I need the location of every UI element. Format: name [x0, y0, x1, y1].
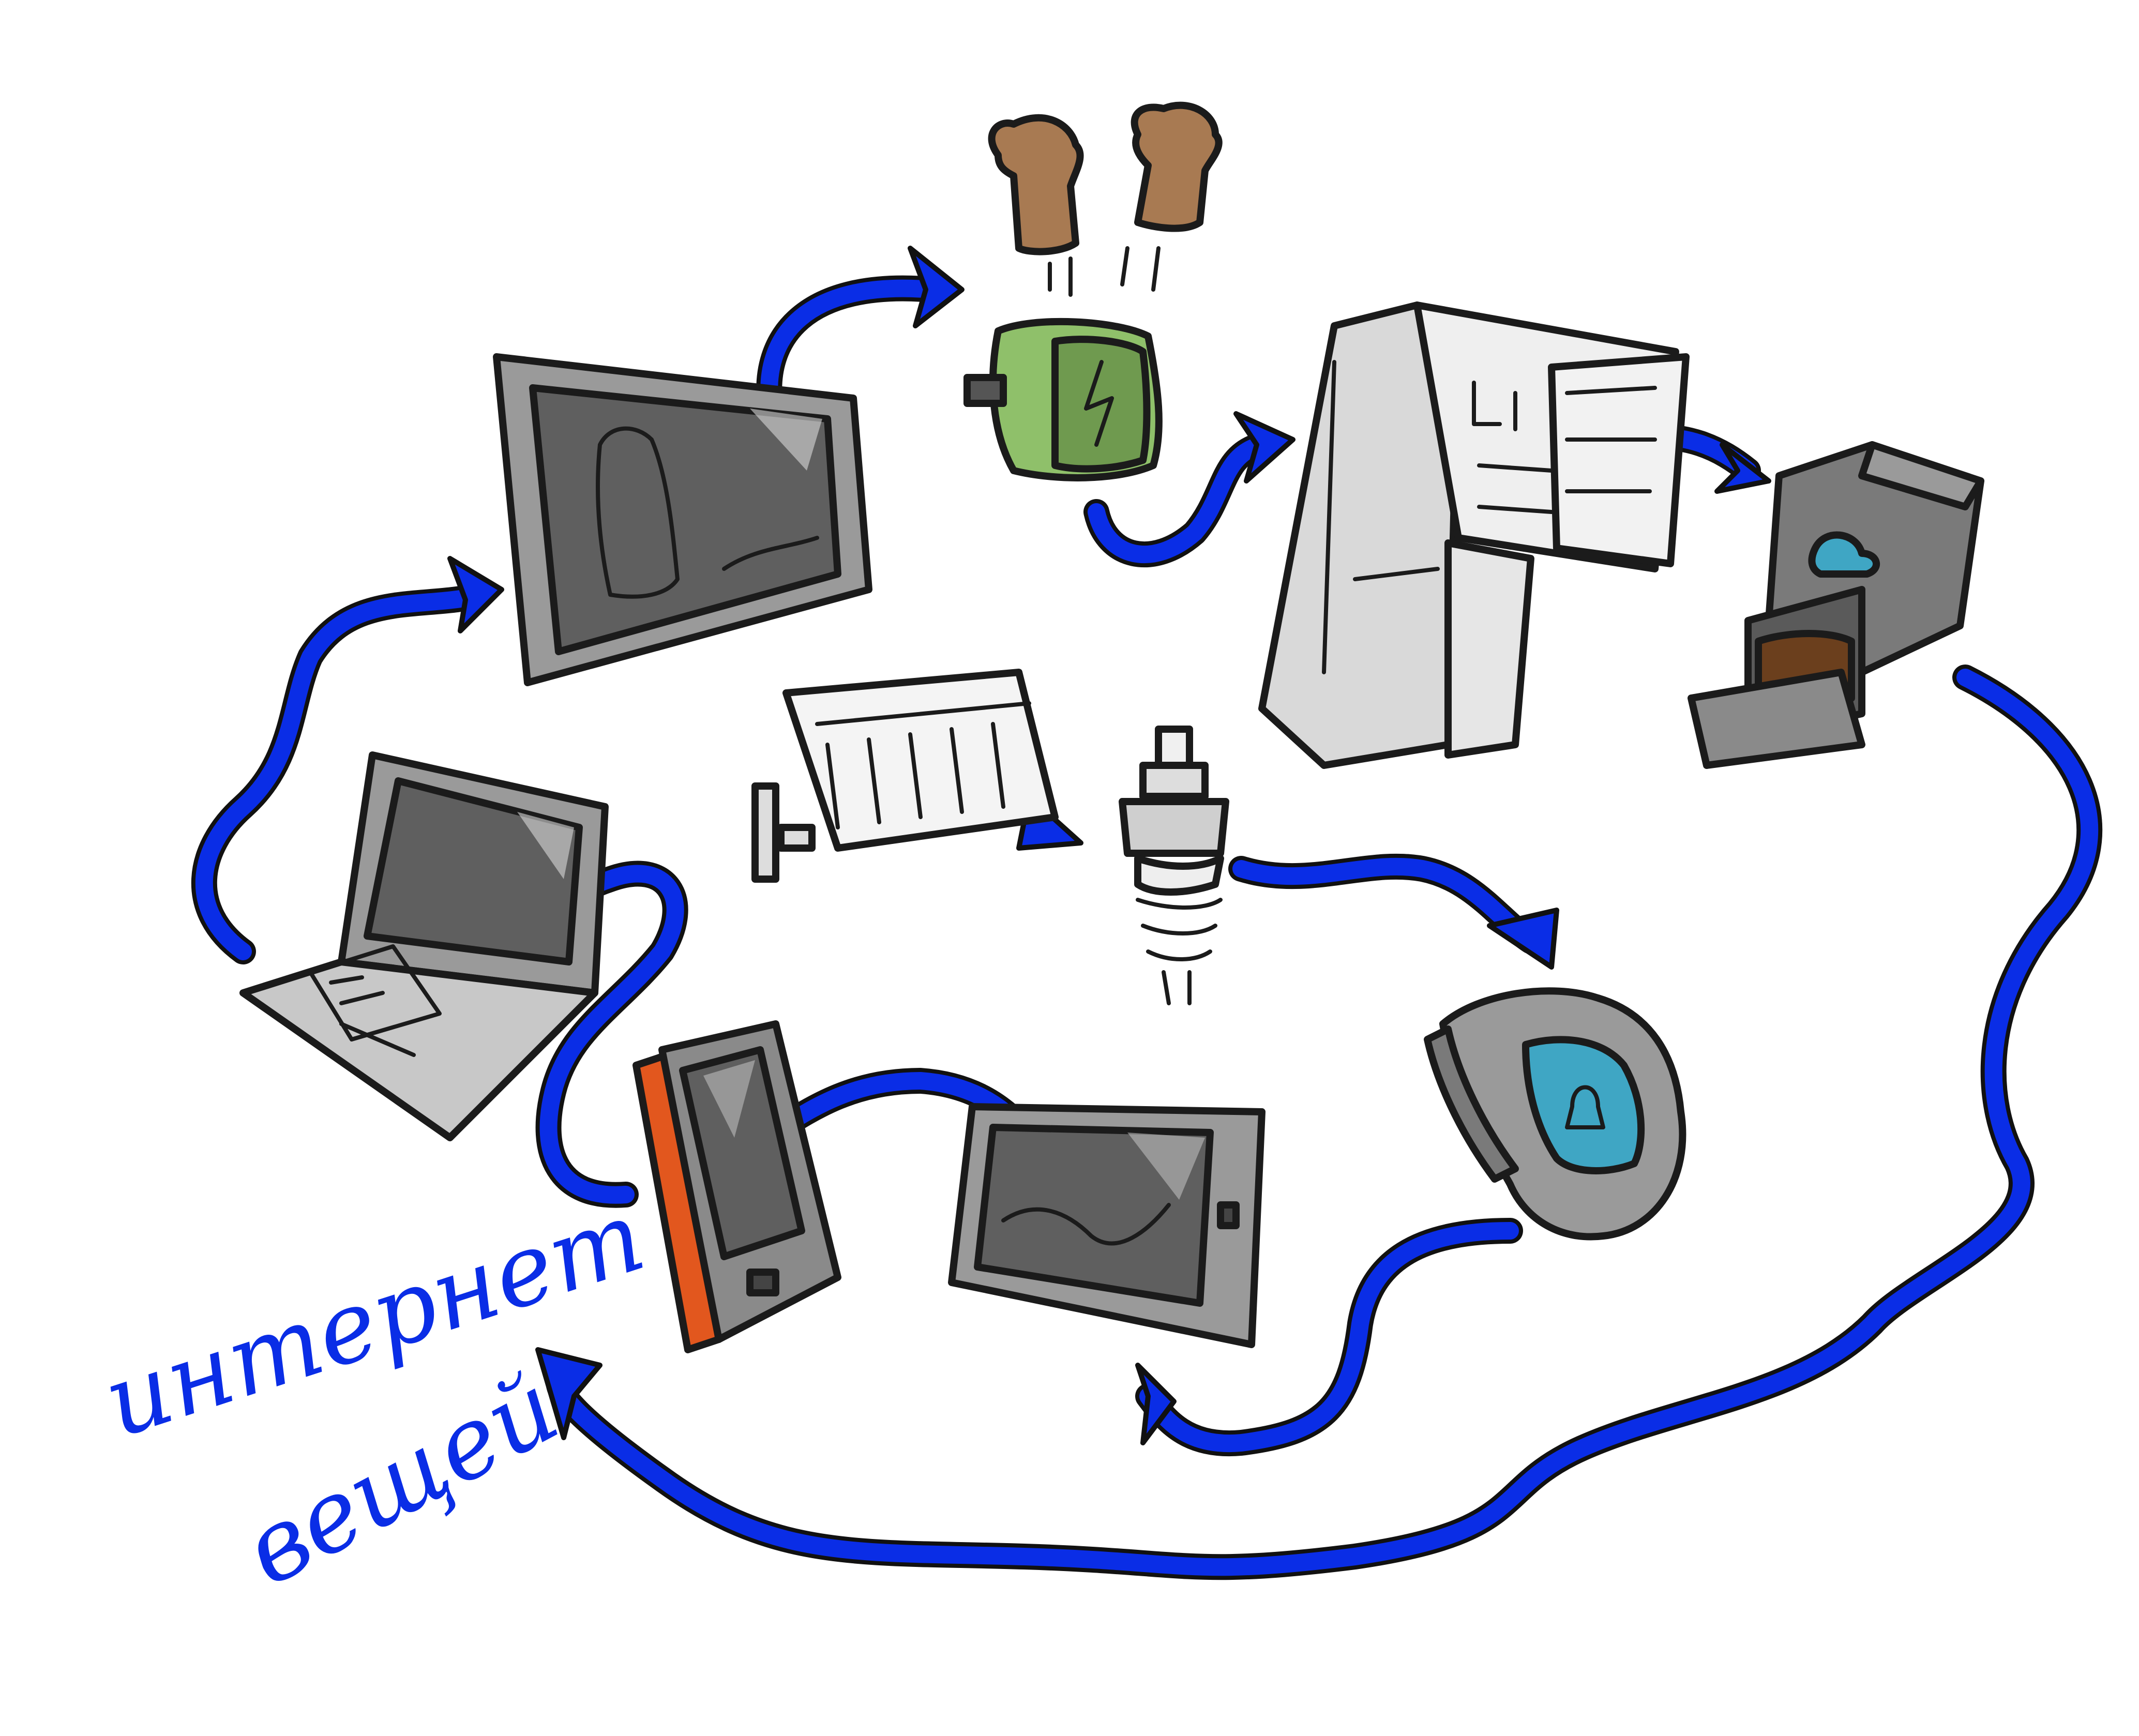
laptop-icon [239, 751, 609, 1141]
radiator-icon [751, 669, 1059, 883]
arrow-laptop-to-tablet [191, 556, 504, 964]
tablet-icon [493, 353, 872, 686]
fridge-icon [1258, 301, 1690, 769]
arrow-plug-to-watch [1228, 853, 1559, 970]
arrow-watch-to-tablet-small [1135, 1218, 1523, 1457]
arrow-toaster-to-fridge [1083, 411, 1296, 568]
spark-plug-icon [1119, 726, 1229, 1005]
arrow-coffee-to-caption [535, 665, 2103, 1580]
toast-icon [988, 101, 1223, 297]
coffee-maker-icon [1688, 441, 1984, 769]
smartphone-icon [632, 1020, 841, 1353]
toaster-icon [963, 318, 1163, 481]
tablet-small-icon [948, 1103, 1266, 1348]
smartwatch-icon [1424, 987, 1686, 1241]
